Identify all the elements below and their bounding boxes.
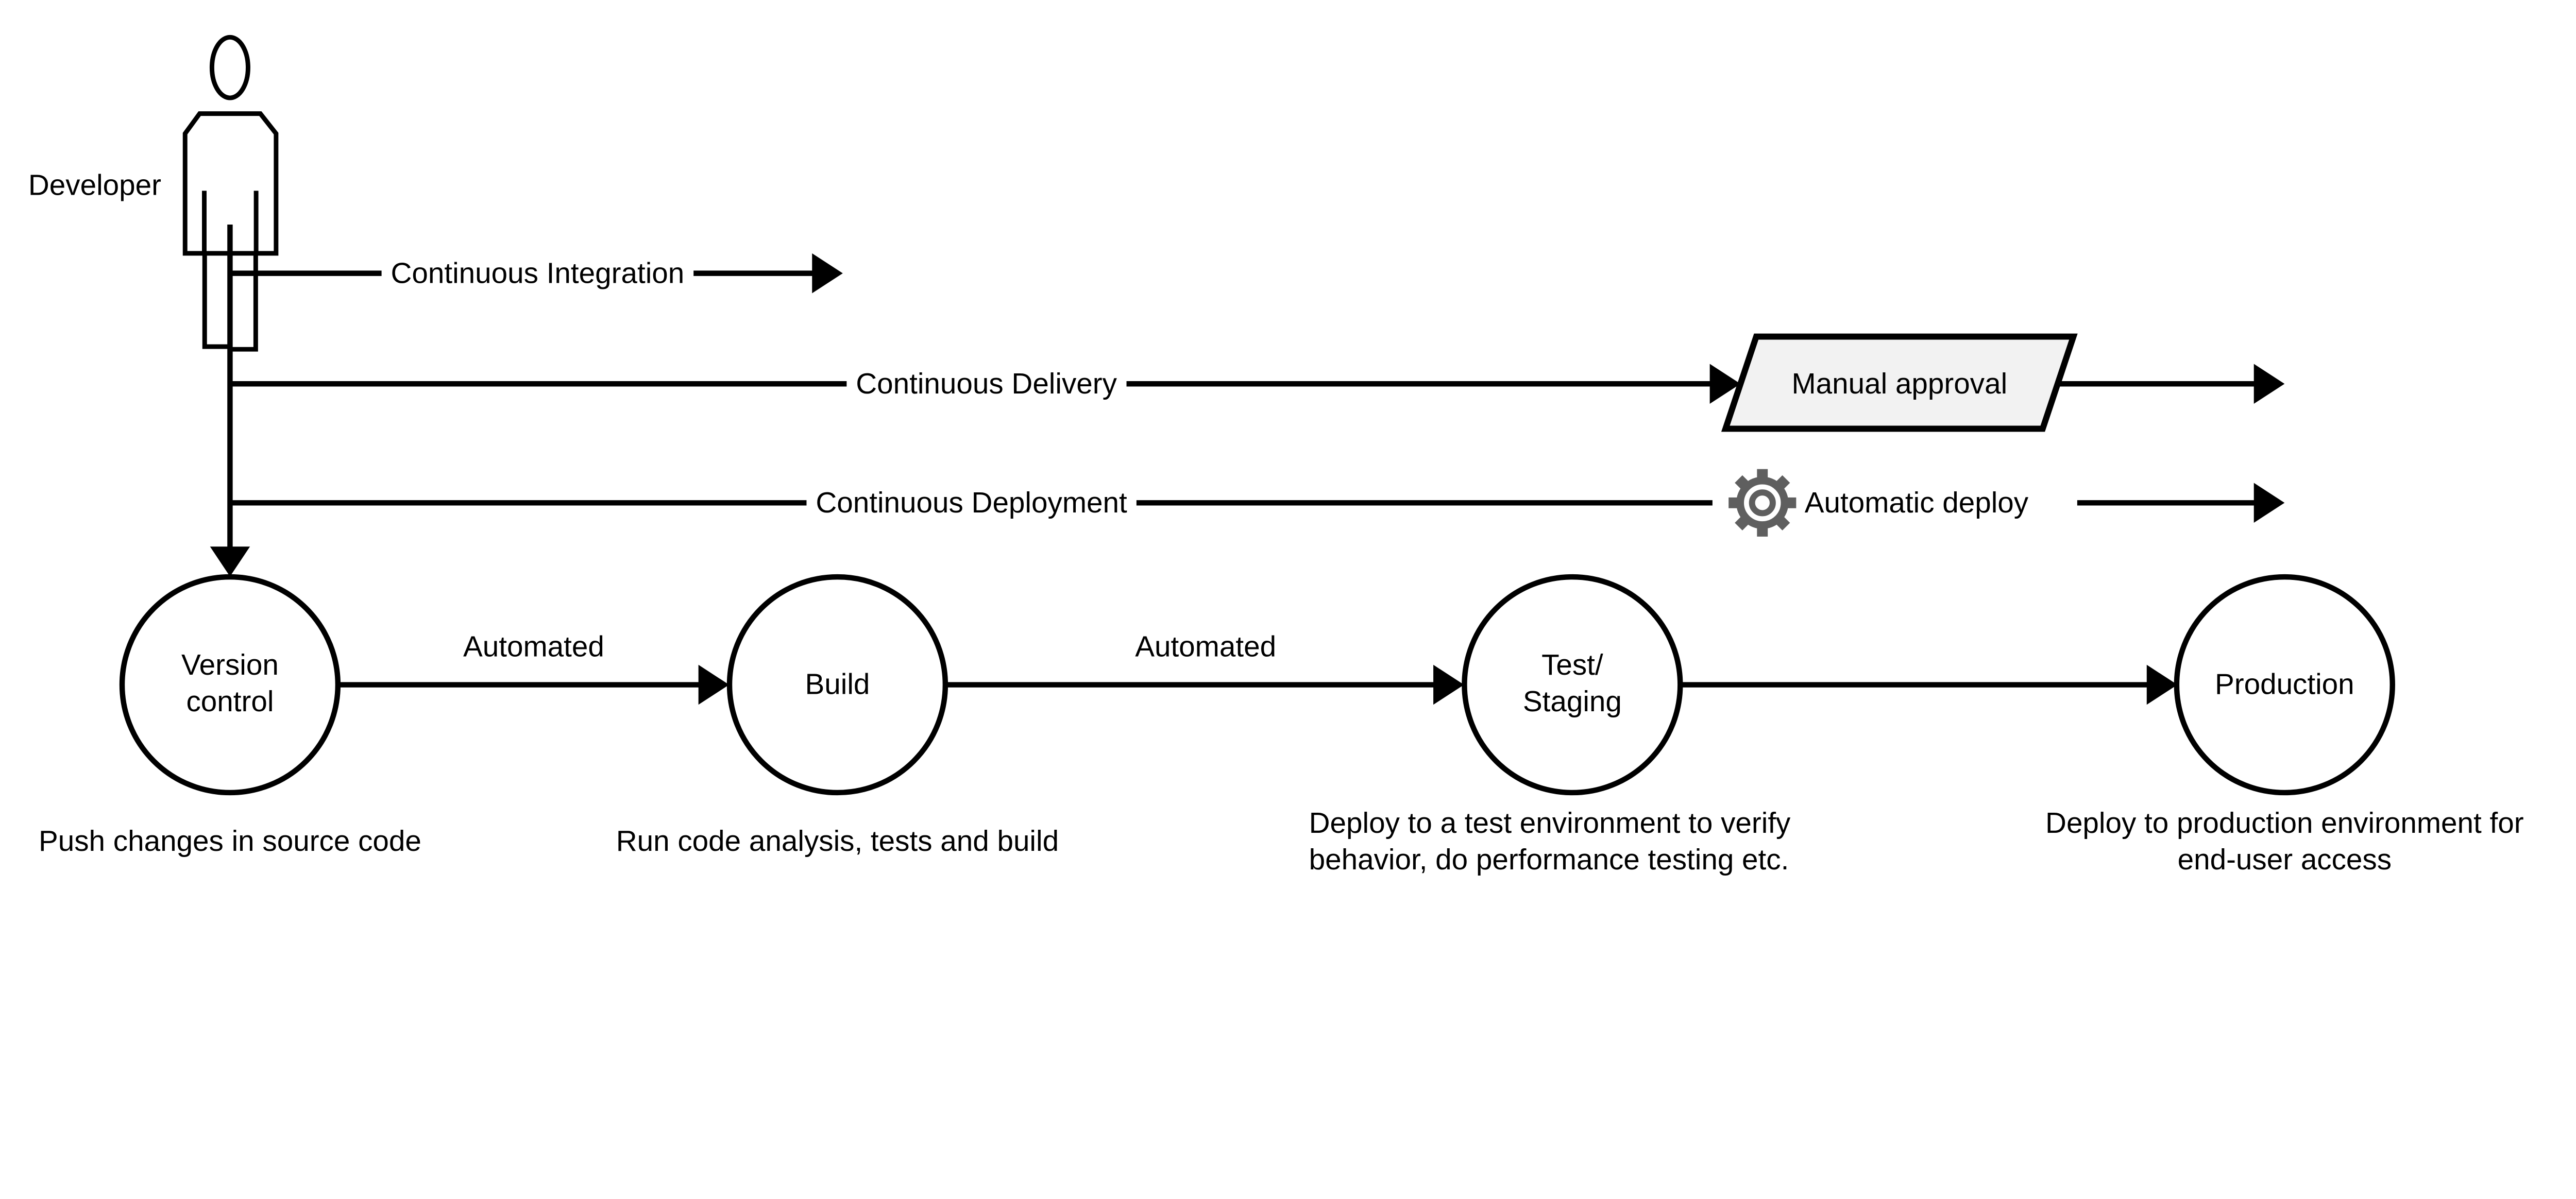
edge-version-control-to-build: Automated (338, 630, 730, 705)
label-background (381, 255, 694, 292)
build-label: Build (805, 668, 870, 700)
label-background (806, 485, 1137, 521)
test-staging-label-line1: Test/ (1541, 649, 1603, 681)
test-staging-caption-line2: behavior, do performance testing etc. (1309, 844, 1789, 876)
test-staging-caption-line1: Deploy to a test environment to verify (1309, 807, 1791, 840)
test-staging-circle (1462, 574, 1683, 796)
actor-label: Developer (28, 169, 161, 202)
build-circle (726, 574, 948, 796)
version-control-circle (119, 574, 341, 796)
production-label: Production (2215, 668, 2354, 700)
version-control-caption: Push changes in source code (39, 825, 421, 858)
stage-build: Build Run code analysis, tests and build (616, 574, 1059, 858)
cdep-final-arrowhead (2253, 483, 2285, 523)
lane-continuous-deployment: Continuous Deployment Automatic deploy (230, 469, 2285, 537)
ci-label: Continuous Integration (391, 257, 684, 289)
edge-test-to-production (1681, 664, 2178, 705)
test-staging-label-line2: Staging (1523, 686, 1622, 718)
diagram-canvas: Developer Continuous Integration Manual … (28, 35, 2524, 877)
build-test-automated-label: Automated (1135, 630, 1276, 663)
stage-production: Production Deploy to production environm… (2045, 574, 2524, 876)
vc-build-automated-label: Automated (463, 630, 604, 663)
lane-continuous-integration: Continuous Integration (230, 253, 843, 294)
arrowhead-into-build (698, 664, 730, 705)
version-control-label-line1: Version (181, 649, 279, 681)
stage-version-control: Version control Push changes in source c… (39, 574, 421, 858)
cd-final-arrowhead (2253, 364, 2285, 404)
cicd-pipeline-diagram: Developer Continuous Integration Manual … (28, 35, 2524, 877)
cdep-label: Continuous Deployment (816, 487, 1127, 519)
arrowhead-into-production (2146, 664, 2178, 705)
edge-build-to-test: Automated (945, 630, 1464, 705)
actor-torso (182, 111, 279, 256)
stage-test-staging: Test/ Staging Deploy to a test environme… (1309, 574, 1791, 876)
production-circle (2174, 574, 2395, 796)
label-background (846, 366, 1127, 402)
gear-hole (1749, 489, 1776, 517)
version-control-label-line2: control (186, 686, 274, 718)
production-caption-line2: end-user access (2178, 844, 2392, 876)
ci-arrowhead (812, 253, 843, 294)
developer-actor: Developer (28, 35, 279, 352)
production-caption-line1: Deploy to production environment for (2045, 807, 2524, 840)
actor-head (209, 35, 250, 100)
arrowhead-into-version-control (210, 546, 250, 577)
actor-leg-right (231, 253, 258, 352)
actor-leg-left (202, 253, 229, 349)
automatic-deploy-label: Automatic deploy (1805, 487, 2029, 519)
manual-approval-label: Manual approval (1791, 368, 2007, 400)
arrowhead-into-test-staging (1433, 664, 1464, 705)
manual-approval-parallelogram (1721, 333, 2078, 432)
cd-label: Continuous Delivery (856, 368, 1117, 400)
lane-continuous-delivery: Manual approval Continuous Delivery (230, 333, 2285, 432)
build-caption: Run code analysis, tests and build (616, 825, 1059, 858)
arrowhead-into-manual-approval (1709, 364, 1741, 404)
gear-icon (1728, 469, 1797, 537)
